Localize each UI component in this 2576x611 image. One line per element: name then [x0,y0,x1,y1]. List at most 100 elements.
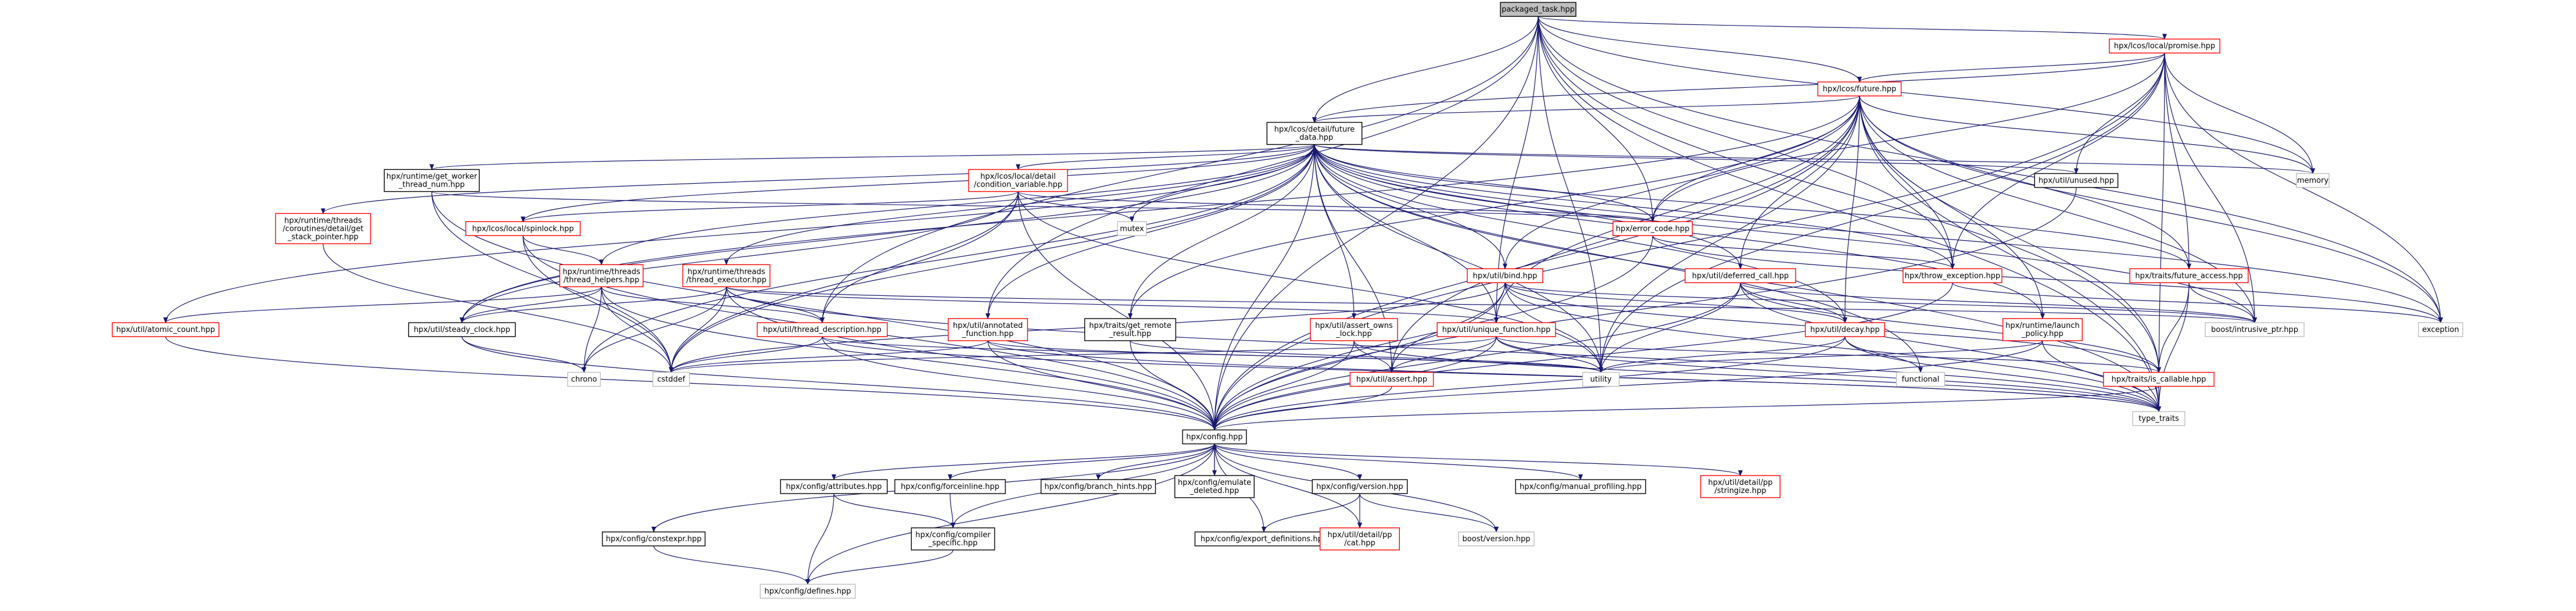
edge-spinlock-to-thread-helpers [522,235,604,266]
edge-future-data-to-thread-helpers [599,144,1315,266]
node-stringize[interactable]: hpx/util/detail/pp/stringize.hpp [1700,475,1780,498]
node-compiler-specific[interactable]: hpx/config/compiler_specific.hpp [911,527,995,551]
node-condvar[interactable]: hpx/lcos/local/detail/condition_variable… [968,169,1068,192]
node-type-traits: type_traits [2132,411,2186,426]
node-box [384,169,480,192]
node-label: /thread_executor.hpp [686,276,766,284]
node-attributes[interactable]: hpx/config/attributes.hpp [780,479,888,494]
node-steady-clock[interactable]: hpx/util/steady_clock.hpp [408,322,516,337]
node-label: /coroutines/detail/get [282,224,363,233]
nodes-layer: packaged_task.hpp hpx/lcos/local/promise.… [112,2,2463,599]
edge-future-to-steady-clock [460,95,1860,323]
edge-get-worker-to-error-code [431,191,1655,223]
node-box [911,527,995,551]
edge-future-data-to-memory [1314,144,2315,174]
node-label: hpx/util/unused.hpp [2038,177,2114,185]
node-get-worker[interactable]: hpx/runtime/get_worker_thread_num.hpp [384,169,480,192]
node-export-definitions[interactable]: hpx/config/export_definitions.hpp [1194,531,1334,546]
node-future-data[interactable]: hpx/lcos/detail/future_data.hpp [1266,122,1363,145]
node-label: hpx/util/assert_owns [1315,321,1393,330]
edge-steady-clock-to-chrono [461,336,586,373]
node-box [2002,318,2083,341]
node-spinlock[interactable]: hpx/lcos/local/spinlock.hpp [465,221,581,236]
edge-deferred-call-to-config [1212,283,1741,431]
node-config[interactable]: hpx/config.hpp [1182,429,1247,445]
edge-future-to-is-callable [1859,95,2161,373]
edge-packaged-task-to-promise [1538,16,2167,40]
node-box [1804,322,1885,337]
node-deferred-call[interactable]: hpx/util/deferred_call.hpp [1685,268,1796,283]
node-label: hpx/runtime/launch [2005,321,2080,330]
node-thread-helpers[interactable]: hpx/runtime/threads/thread_helpers.hpp [559,264,644,287]
edge-packaged-task-to-throw-exception [1538,16,1955,270]
edge-future-data-to-bind [1314,144,1507,270]
node-manual-profiling[interactable]: hpx/config/manual_profiling.hpp [1515,479,1646,494]
node-error-code[interactable]: hpx/error_code.hpp [1612,221,1693,236]
node-branch-hints[interactable]: hpx/config/branch_hints.hpp [1040,479,1156,494]
edge-future-data-to-chrono [582,144,1315,373]
node-forceinline[interactable]: hpx/config/forceinline.hpp [894,479,1006,494]
node-promise[interactable]: hpx/lcos/local/promise.hpp [2109,38,2220,53]
node-box [1458,531,1535,546]
node-is-callable[interactable]: hpx/traits/is_callable.hpp [2103,371,2215,387]
node-annotated-function[interactable]: hpx/util/annotated_function.hpp [947,318,1028,341]
node-box [1467,268,1543,283]
node-unique-function[interactable]: hpx/util/unique_function.hpp [1436,322,1556,337]
node-launch-policy[interactable]: hpx/runtime/launch_policy.hpp [2002,318,2083,341]
node-box [1515,479,1646,494]
node-box [1349,371,1434,387]
edge-get-remote-result-to-config [1130,340,1217,431]
node-box [1182,429,1247,445]
node-thread-executor[interactable]: hpx/runtime/threads/thread_executor.hpp [682,264,771,287]
node-future-access[interactable]: hpx/traits/future_access.hpp [2129,268,2249,283]
node-bind[interactable]: hpx/util/bind.hpp [1467,268,1543,283]
node-label: hpx/util/unique_function.hpp [1442,326,1551,334]
node-assert-owns-lock[interactable]: hpx/util/assert_owns_lock.hpp [1310,318,1398,341]
node-box [1903,268,2002,283]
node-label: cstddef [657,376,686,384]
node-decay[interactable]: hpx/util/decay.hpp [1804,322,1885,337]
edge-promise-to-future-data [1312,53,2165,123]
edge-future-data-to-utility [1314,144,1603,373]
edge-future-access-to-is-callable [2156,283,2190,373]
node-version[interactable]: hpx/config/version.hpp [1312,479,1408,494]
edge-throw-exception-to-exception [1952,282,2443,323]
edge-deferred-call-to-intrusive-ptr [1740,282,2257,323]
edge-future-data-to-unique-function [1314,144,1499,323]
edge-get-remote-result-to-utility [1130,340,1603,373]
node-label: hpx/config/branch_hints.hpp [1044,483,1152,491]
edge-packaged-task-to-thread-description [820,16,1539,323]
node-thread-description[interactable]: hpx/util/thread_description.hpp [757,322,888,337]
node-assert[interactable]: hpx/util/assert.hpp [1349,371,1434,387]
node-atomic-count[interactable]: hpx/util/atomic_count.hpp [112,322,220,337]
node-get-remote-result[interactable]: hpx/traits/get_remote_result.hpp [1084,318,1177,341]
node-boost-version: boost/version.hpp [1458,531,1535,546]
node-packaged-task[interactable]: packaged_task.hpp [1500,2,1577,17]
node-coroutines[interactable]: hpx/runtime/threads/coroutines/detail/ge… [275,213,371,244]
node-label: hpx/config.hpp [1186,433,1242,442]
node-future[interactable]: hpx/lcos/future.hpp [1817,81,1902,97]
node-box [1896,371,1946,387]
node-box [275,213,371,244]
edge-thread-executor-to-thread-description [726,287,825,323]
node-pp-cat[interactable]: hpx/util/detail/pp/cat.hpp [1319,527,1400,551]
edge-future-data-to-get-remote-result [1128,144,1315,319]
node-emulate-deleted[interactable]: hpx/config/emulate_deleted.hpp [1174,475,1255,498]
node-box [2418,322,2463,337]
edge-future-data-to-throw-exception [1314,144,1955,270]
edge-throw-exception-to-config [1212,283,1953,431]
edge-future-data-to-config [1212,144,1315,431]
node-label: boost/version.hpp [1463,535,1531,544]
node-box [2296,173,2330,188]
node-constexpr[interactable]: hpx/config/constexpr.hpp [601,531,706,546]
node-functional: functional [1896,371,1946,387]
node-unused[interactable]: hpx/util/unused.hpp [2034,173,2119,188]
edge-condvar-to-steady-clock [460,191,1019,323]
node-throw-exception[interactable]: hpx/throw_exception.hpp [1903,268,2002,283]
node-label: hpx/traits/future_access.hpp [2135,271,2242,280]
edge-assert-owns-lock-to-type-traits [1353,340,2161,412]
node-label: _function.hpp [962,330,1013,338]
node-label: hpx/lcos/local/promise.hpp [2114,42,2215,51]
node-label: _deleted.hpp [1190,487,1239,495]
